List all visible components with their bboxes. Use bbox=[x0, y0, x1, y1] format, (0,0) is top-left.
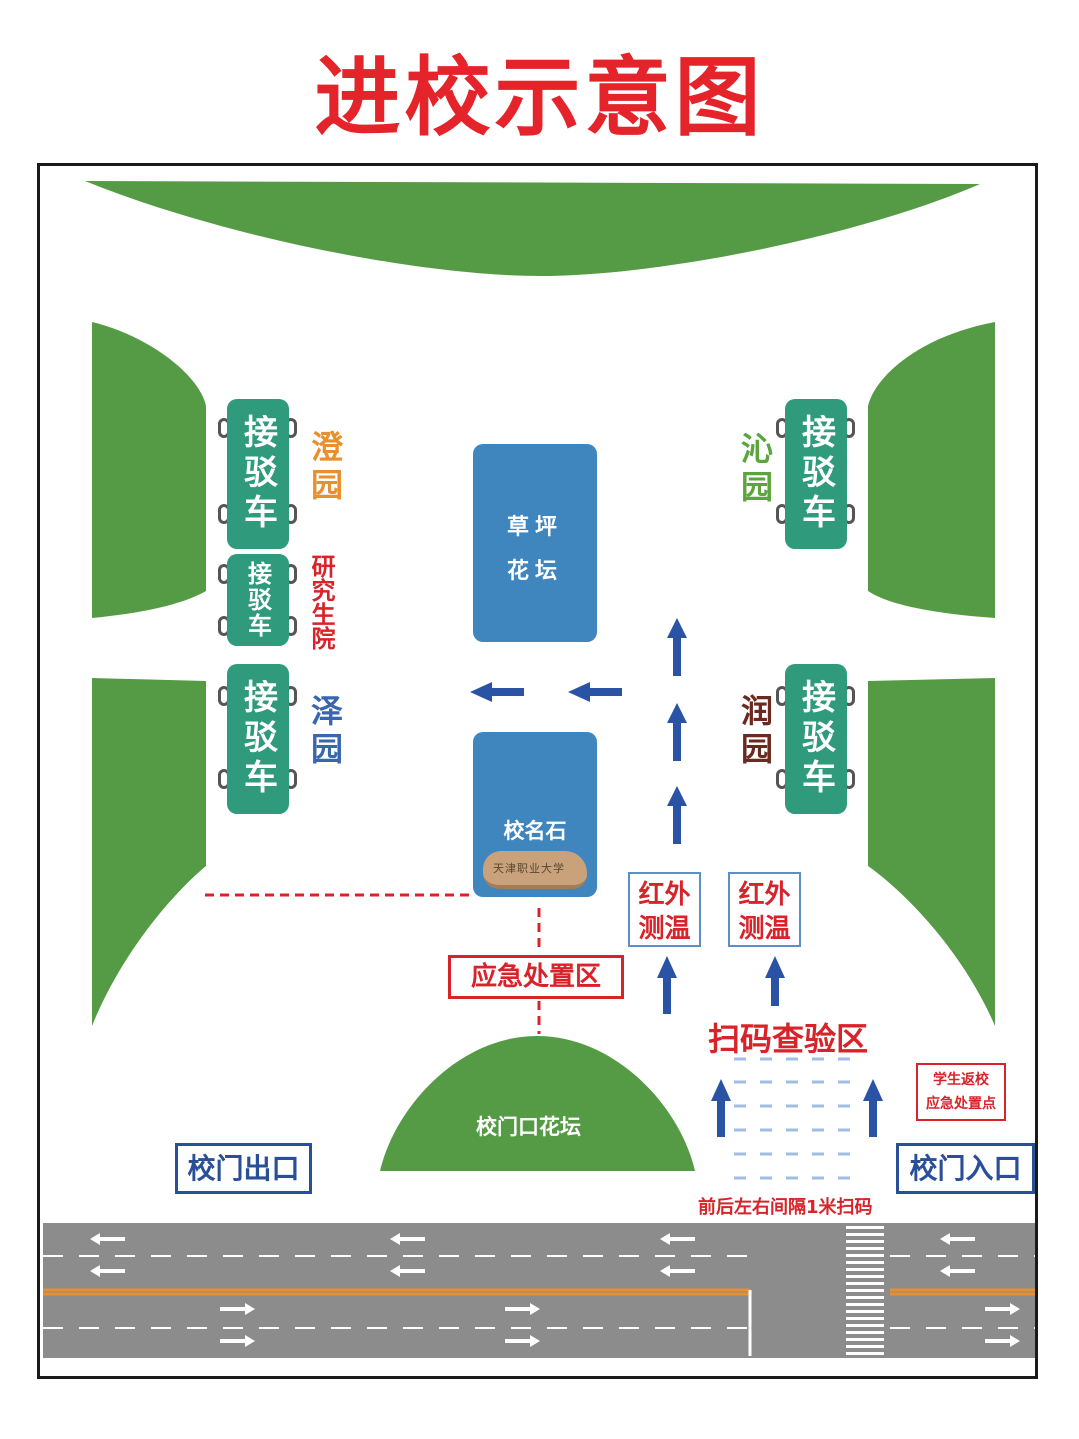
gate-flower-bed bbox=[380, 1036, 695, 1171]
campus-map: 接驳车 接驳车 接驳车 接驳车 接驳车 澄园 研究生院 泽园 沁园 润园 草坪 … bbox=[37, 163, 1038, 1379]
lawn-line1: 草坪 bbox=[506, 515, 563, 540]
right-upper-lawn bbox=[868, 322, 995, 618]
stone-inscription: 天津职业大学 bbox=[493, 862, 565, 875]
arrow-left-1 bbox=[568, 682, 622, 702]
student-point-line2: 应急处置点 bbox=[926, 1096, 996, 1112]
arrow-up-1 bbox=[667, 618, 687, 676]
crosswalk bbox=[846, 1226, 884, 1355]
shuttle-cheng: 接驳车 bbox=[227, 399, 289, 549]
label-run-yuan: 润园 bbox=[736, 694, 774, 770]
arrow-up-3 bbox=[667, 786, 687, 844]
label-ze-yuan: 泽园 bbox=[306, 694, 344, 770]
thermo-line1: 红外 bbox=[738, 880, 791, 910]
road bbox=[43, 1223, 1035, 1358]
left-lower-lawn bbox=[92, 678, 206, 1026]
lawn-line2: 花坛 bbox=[506, 559, 563, 584]
student-point-line1: 学生返校 bbox=[933, 1072, 989, 1088]
emergency-zone-box: 应急处置区 bbox=[448, 955, 624, 999]
scan-check-zone-label: 扫码查验区 bbox=[708, 1020, 869, 1058]
label-graduate-school: 研究生院 bbox=[307, 554, 335, 650]
school-name-stone: 校名石 天津职业大学 bbox=[473, 732, 597, 897]
thermo-line2: 测温 bbox=[738, 914, 791, 944]
arrow-up-2 bbox=[667, 703, 687, 761]
lane-arrows-right bbox=[220, 1303, 1020, 1347]
arrow-up-7 bbox=[863, 1079, 883, 1137]
map-shapes bbox=[43, 181, 1035, 1358]
shuttle-qin: 接驳车 bbox=[785, 399, 847, 549]
thermo-box-left: 红外 测温 bbox=[628, 872, 701, 947]
student-emergency-point: 学生返校 应急处置点 bbox=[916, 1063, 1006, 1121]
top-lawn bbox=[85, 181, 980, 276]
gate-entry-label: 校门入口 bbox=[896, 1143, 1035, 1194]
lane-arrows-left bbox=[90, 1233, 975, 1277]
label-cheng-yuan: 澄园 bbox=[306, 430, 344, 506]
scan-spacing-note: 前后左右间隔1米扫码 bbox=[698, 1197, 873, 1218]
arrow-up-5 bbox=[765, 956, 785, 1006]
scan-grid bbox=[734, 1057, 860, 1180]
shuttle-graduate: 接驳车 bbox=[227, 554, 289, 646]
thermo-box-right: 红外 测温 bbox=[728, 872, 801, 947]
shuttle-run: 接驳车 bbox=[785, 664, 847, 814]
shuttle-ze: 接驳车 bbox=[227, 664, 289, 814]
thermo-line2: 测温 bbox=[638, 914, 691, 944]
arrow-up-4 bbox=[657, 956, 677, 1014]
label-qin-yuan: 沁园 bbox=[736, 432, 774, 508]
thermo-line1: 红外 bbox=[638, 880, 691, 910]
stone-rock: 天津职业大学 bbox=[483, 851, 587, 889]
arrow-up-6 bbox=[711, 1079, 731, 1137]
gate-flower-bed-label: 校门口花坛 bbox=[476, 1115, 581, 1139]
arrow-left-2 bbox=[470, 682, 524, 702]
page-title: 进校示意图 bbox=[314, 48, 765, 148]
lawn-flowerbed: 草坪 花坛 bbox=[473, 444, 597, 642]
gate-exit-label: 校门出口 bbox=[175, 1143, 312, 1194]
stone-label: 校名石 bbox=[503, 819, 567, 843]
right-lower-lawn bbox=[868, 678, 995, 1026]
left-upper-lawn bbox=[92, 322, 206, 618]
